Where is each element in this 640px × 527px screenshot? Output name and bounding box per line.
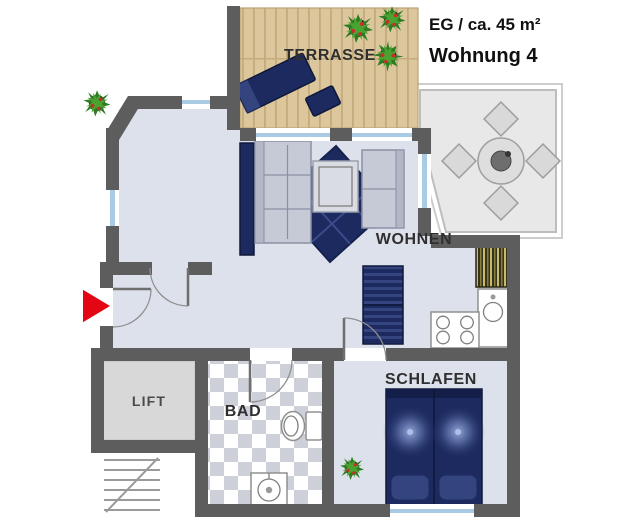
wall-segment <box>128 96 182 109</box>
walls <box>91 6 520 517</box>
dining-chair <box>440 142 478 180</box>
entrance-arrow-icon <box>81 286 114 326</box>
bedroom-label: SCHLAFEN <box>385 371 477 388</box>
wall-segment <box>100 268 113 288</box>
wall-segment <box>240 128 256 141</box>
wall-segment <box>227 6 240 130</box>
wall-segment <box>431 235 520 248</box>
armchair <box>361 149 405 229</box>
staircase <box>104 457 160 513</box>
lift-cabin <box>102 360 196 441</box>
wall-segment <box>474 504 520 517</box>
table-centerpiece-knob <box>505 151 511 157</box>
toilet <box>280 410 323 442</box>
wall-segment <box>322 348 334 517</box>
wall-segment <box>106 226 119 268</box>
washing-machine <box>250 472 288 508</box>
pillow <box>438 474 478 501</box>
apartment-label: Wohnung 4 <box>429 45 538 67</box>
wall-segment <box>386 348 520 361</box>
wall-segment <box>195 348 208 517</box>
window-glass <box>422 154 427 208</box>
lift-label: LIFT <box>132 393 166 409</box>
floor-area-label: EG / ca. 45 m² <box>429 15 541 34</box>
sideboard <box>239 142 255 256</box>
window-glass <box>390 509 474 513</box>
wall-segment <box>195 504 390 517</box>
bedroom-door <box>342 317 387 361</box>
plant-icon <box>82 89 111 118</box>
floor-alcove <box>119 109 240 262</box>
wall-segment <box>106 128 119 190</box>
wall-segment <box>507 235 520 517</box>
window-glass <box>182 100 210 104</box>
window-glass <box>110 190 115 226</box>
labels: EG / ca. 45 m² Wohnung 4 TERRASSE WOHNEN… <box>132 15 541 420</box>
bathroom-label: BAD <box>225 403 261 420</box>
coffee-table <box>312 160 359 213</box>
window-glass <box>352 133 412 137</box>
dining-patio <box>413 83 563 239</box>
living-label: WOHNEN <box>376 231 452 248</box>
wall-segment <box>208 348 250 361</box>
dining-chair <box>482 184 520 222</box>
bedroom <box>339 388 485 507</box>
alcove-door <box>149 267 190 307</box>
side-table <box>305 85 341 117</box>
wall-segment <box>418 208 431 236</box>
sun-lounger <box>233 52 316 114</box>
wall-segment <box>418 128 431 154</box>
wall-segment <box>91 348 104 453</box>
kitchen-sink <box>477 288 509 348</box>
double-bed <box>383 388 485 507</box>
wall-segment <box>334 348 344 361</box>
doors <box>112 267 387 403</box>
sofa <box>254 140 312 244</box>
wall-segment <box>330 128 352 141</box>
dining-chair <box>524 142 562 180</box>
bathroom-door <box>248 359 293 403</box>
living-room <box>239 140 405 264</box>
entrance-door <box>112 287 152 328</box>
dining-chair <box>482 100 520 138</box>
window-glass <box>256 133 330 137</box>
wall-segment <box>91 440 208 453</box>
kitchen-bench <box>362 265 404 345</box>
stove <box>430 311 480 349</box>
terrace-label: TERRASSE <box>284 47 376 64</box>
wall-segment <box>91 348 208 361</box>
wall-segment <box>100 326 113 350</box>
wall-segment <box>188 262 212 275</box>
terrace <box>233 5 419 129</box>
pillow <box>390 474 430 501</box>
